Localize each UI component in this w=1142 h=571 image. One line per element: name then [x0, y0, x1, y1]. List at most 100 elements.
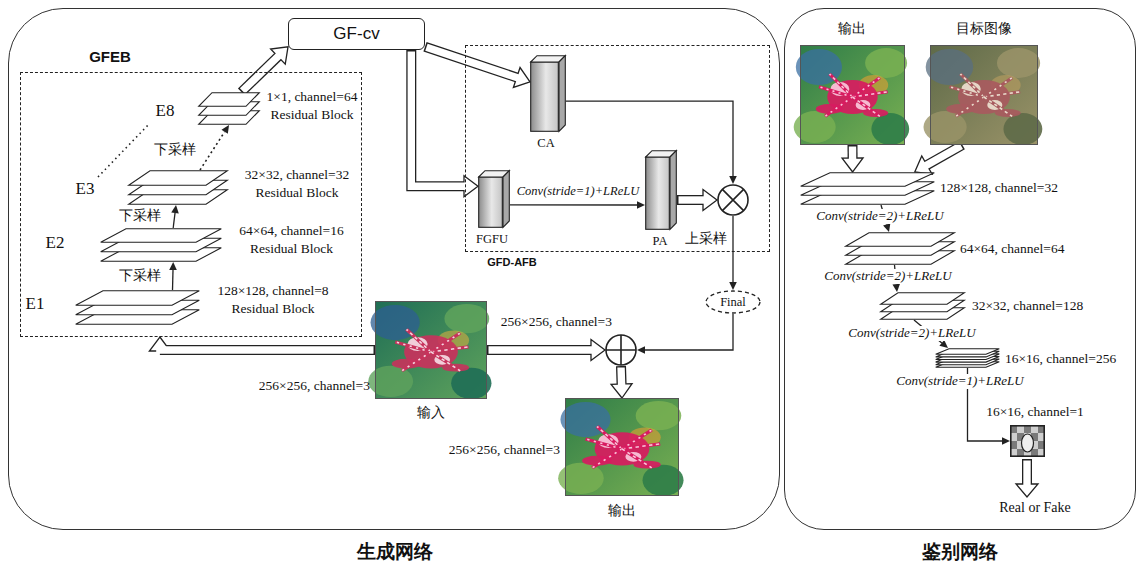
- stack-shape: [880, 292, 965, 320]
- block-front: [479, 177, 503, 227]
- connector-arrow: [677, 190, 717, 211]
- photo-leg-stripe: [407, 329, 431, 352]
- otimes-shape: [717, 184, 749, 216]
- residual-stack: E81×1, channel=64 Residual Block: [198, 92, 260, 125]
- stack-shape: [100, 228, 222, 262]
- photo-leg-stripe: [622, 449, 652, 468]
- hollow-arrow-inner: [426, 47, 519, 78]
- hollow-arrow-inner: [489, 346, 595, 353]
- edge-label: Conv(stride=1)+LReLU: [515, 184, 641, 198]
- photo-leg: [622, 449, 652, 468]
- connector-arrow: [425, 47, 530, 88]
- photo-blob: [444, 304, 489, 333]
- add-symbol: 256×256, channel=3: [605, 334, 637, 366]
- output-image: 输出: [800, 45, 905, 145]
- hollow-arrow-inner: [160, 348, 374, 350]
- photo-blob: [871, 113, 909, 145]
- panel-title: 生成网络: [357, 541, 433, 563]
- photo-leg: [984, 97, 1012, 116]
- patch-mark: [1022, 434, 1034, 452]
- patch-map-icon: 16×16, channel=1: [1010, 425, 1045, 457]
- connector-line: [645, 314, 733, 350]
- conv-stack: 128×128, channel=32: [800, 172, 935, 205]
- image-caption: 目标图像: [956, 20, 1012, 36]
- layer-plate: [881, 293, 965, 305]
- connector-arrow: [729, 216, 737, 290]
- layer-plate: [101, 229, 222, 243]
- operation-label: 上采样: [685, 230, 727, 246]
- module-name: GF-cv: [333, 24, 379, 44]
- layer-spec: 128×128, channel=8 Residual Block: [203, 282, 343, 318]
- connector-arrow: [842, 145, 863, 172]
- photo-leg-stripe: [592, 449, 622, 468]
- layer-spec: 64×64, channel=16 Residual Block: [224, 222, 359, 258]
- photo-leg-stripe: [984, 92, 1020, 97]
- node-name: Final: [720, 295, 746, 309]
- connector-arrow: [915, 145, 963, 174]
- photo-leg-stripe: [825, 97, 852, 116]
- photo-leg: [622, 444, 660, 449]
- photo-leg: [960, 74, 984, 97]
- photo-shape: [800, 45, 905, 145]
- block-name: GFD-AFB: [487, 256, 537, 269]
- photo-content: [794, 45, 910, 145]
- stack-shape: [128, 170, 228, 205]
- photo-shape: [930, 45, 1038, 145]
- photo-shape: [565, 398, 679, 496]
- operator-cross: [606, 335, 636, 365]
- conv-stack: 16×16, channel=256: [935, 348, 1000, 368]
- patch-border: [1011, 426, 1044, 456]
- feature-extraction-block: GFEBE81×1, channel=64 Residual BlockE332…: [20, 72, 362, 337]
- arrow-head: [221, 125, 229, 134]
- photo-blob: [997, 48, 1040, 78]
- photo-leg: [853, 97, 880, 116]
- icon-shape: [1010, 425, 1045, 457]
- hollow-arrow-shaft: [411, 50, 464, 186]
- module-name: CA: [537, 136, 554, 150]
- residual-stack: E332×32, channel=32 Residual Block: [128, 170, 228, 205]
- photo-blob: [643, 465, 684, 496]
- hollow-arrow-inner: [679, 196, 707, 203]
- photo-leg-stripe: [960, 74, 984, 97]
- layer-plate: [846, 233, 955, 247]
- layer-spec: 128×128, channel=32: [940, 180, 1058, 196]
- hollow-arrow-inner: [411, 52, 467, 187]
- edge-label: 下采样: [152, 142, 198, 158]
- edge-label: 下采样: [117, 268, 163, 284]
- connector-line: [172, 270, 174, 290]
- photo-leg-stripe: [853, 92, 888, 97]
- connector-line: [200, 132, 225, 170]
- layer-spec: 32×32, channel=128: [972, 298, 1083, 314]
- arrow-head: [892, 284, 900, 292]
- stack-shape: [845, 232, 955, 265]
- photo-leg: [402, 352, 431, 371]
- photo-leg: [431, 352, 460, 371]
- arrow-head: [939, 340, 948, 348]
- photo-leg-stripe: [984, 97, 1012, 116]
- layer-spec: 16×16, channel=1: [986, 404, 1084, 420]
- layer-name: E3: [76, 179, 95, 199]
- connector-arrow: [149, 337, 375, 351]
- block-side: [559, 56, 565, 132]
- photo-leg-stripe: [622, 444, 660, 449]
- photo-leg-stripe: [830, 74, 853, 97]
- stack-shape: [198, 92, 260, 125]
- layer-plate: [936, 349, 1000, 355]
- photo-blob: [636, 401, 682, 430]
- layer-name: E1: [26, 294, 45, 314]
- hollow-arrow-inner: [617, 367, 625, 387]
- attention-block: PA: [645, 150, 677, 230]
- stack-shape: [75, 290, 200, 325]
- layer-plate: [76, 291, 200, 306]
- photo-leg: [407, 329, 431, 352]
- stack-shape: [935, 348, 1000, 368]
- layer-spec: 16×16, channel=256: [1005, 351, 1116, 367]
- dimension-label: 256×256, channel=3: [259, 378, 370, 394]
- arrow-head: [729, 176, 737, 184]
- input-image: 输入256×256, channel=3: [375, 301, 487, 399]
- photo-border: [566, 399, 679, 496]
- residual-stack: E264×64, channel=16 Residual Block: [100, 228, 222, 262]
- photo-shape: [375, 301, 487, 399]
- output-label: Real or Fake: [999, 500, 1071, 516]
- prism-shape: [530, 55, 566, 132]
